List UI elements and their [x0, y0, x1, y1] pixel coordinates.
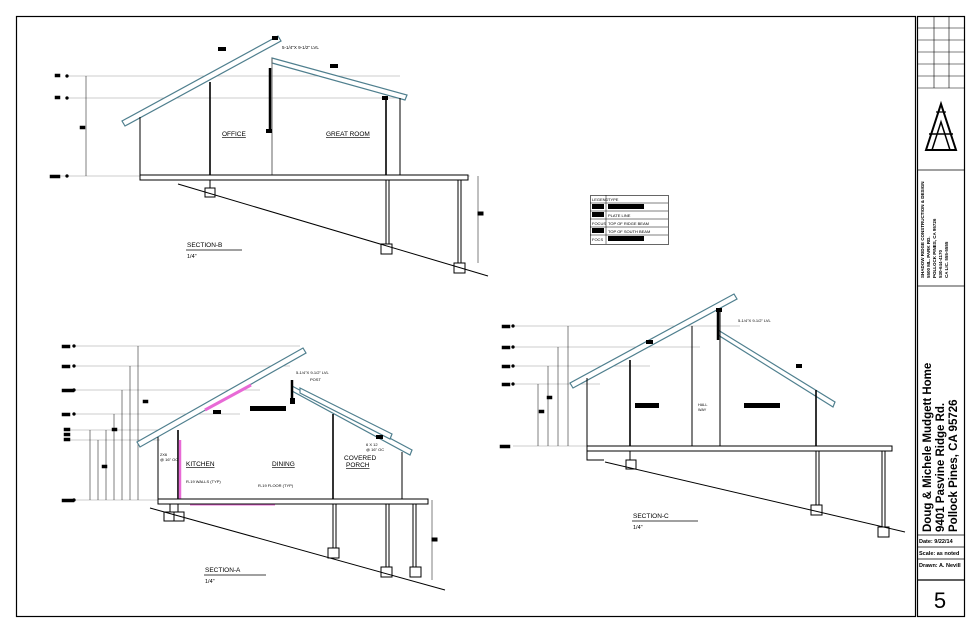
project-city: Pollock Pines, CA 95726	[948, 399, 960, 532]
legend-col-header: TYPE	[608, 197, 619, 202]
title-block: SHADOW RIDGE CONSTRUCTION & DESIGN 5500 …	[917, 16, 964, 613]
drawn-line: Drawn: A. Nevill	[919, 563, 961, 569]
section-b-title: SECTION-B	[187, 242, 222, 249]
legend-row-4-code: FOCS	[592, 237, 603, 242]
floor	[139, 174, 489, 277]
level-markers	[499, 324, 740, 449]
company-line-0: SHADOW RIDGE CONSTRUCTION & DESIGN	[920, 181, 925, 278]
company-line-2: POLLOCK PINES, CA 95726	[932, 218, 937, 278]
section-b: 5-1/4"X 9-1/2" LVL OFFICE GREAT ROOM SEC…	[49, 35, 489, 277]
room-label-great-room: GREAT ROOM	[326, 131, 370, 138]
date-line: Date: 9/22/14	[919, 539, 954, 545]
company-line-4: CA LIC. 555-5555	[944, 241, 949, 278]
floor	[149, 498, 446, 591]
walls	[139, 58, 401, 176]
section-c: 5-1/4"X 9-1/2" LVL HALL WAY SECTION-C 1/…	[499, 293, 906, 538]
level-markers	[49, 73, 470, 179]
scale-line: Scale: as noted	[919, 551, 959, 557]
legend-row-3-desc: TOP OF SOUTH BEAM	[608, 229, 650, 234]
floor-insulation-note: R-19 FLOOR (TYP)	[258, 483, 294, 488]
section-a: 5-1/4"X 9-1/2" LVL POST KITCHEN DINING C…	[61, 344, 446, 591]
section-c-scale: 1/4"	[633, 525, 643, 531]
walls	[157, 380, 403, 500]
room-label-dining: DINING	[272, 461, 295, 468]
room-label-covered: COVERED	[344, 455, 376, 462]
legend-row-1-desc: PLATE LINE	[608, 213, 631, 218]
rafter-note-a1: 2X6	[160, 452, 168, 457]
wall-insulation-note: R-19 WALLS (TYP)	[186, 479, 221, 484]
roof	[569, 293, 836, 408]
beam-note-a: 5-1/4"X 9-1/2" LVL	[296, 370, 330, 375]
room-label-kitchen: KITCHEN	[186, 461, 215, 468]
wall-note-c1: HALL	[698, 403, 708, 407]
floor	[586, 445, 906, 538]
beam-note-c: 5-1/4"X 9-1/2" LVL	[738, 318, 772, 323]
company-line-1: 5500 ML. PARK RD.	[926, 236, 931, 278]
company-logo	[924, 100, 958, 151]
roof	[121, 35, 408, 127]
porch-note-a2: @ 16" OC	[366, 447, 384, 452]
project-name: Doug & Michele Mudgett Home	[922, 363, 934, 532]
section-b-scale: 1/4"	[187, 254, 197, 260]
post-note-a: POST	[310, 377, 321, 382]
section-c-title: SECTION-C	[633, 513, 669, 520]
legend-row-2-desc: TOP OF RIDGE BEAM	[608, 221, 649, 226]
revision-grid	[917, 16, 964, 89]
company-line-3: 530-644-4170	[938, 249, 943, 278]
company-info: SHADOW RIDGE CONSTRUCTION & DESIGN 5500 …	[920, 181, 949, 278]
beam-note-b: 5-1/4"X 9-1/2" LVL	[282, 45, 319, 50]
walls	[586, 312, 817, 446]
rafter-note-a2: @ 16" OC	[160, 457, 178, 462]
room-label-porch: PORCH	[346, 462, 370, 469]
sheet-number: 5	[934, 588, 946, 613]
legend-title: LEGEND	[592, 197, 609, 202]
sheet-border	[15, 15, 966, 618]
porch-note-a1: 6 X 12	[366, 442, 378, 447]
legend: LEGEND TYPE PLATE LINE FOCUS TOP OF RIDG…	[590, 195, 669, 245]
project-address: 9401 Pasvine Ridge Rd.	[935, 403, 947, 532]
section-a-title: SECTION-A	[205, 567, 241, 574]
room-label-office: OFFICE	[222, 131, 246, 138]
level-markers	[61, 344, 300, 503]
wall-note-c2: WAY	[698, 408, 707, 412]
section-a-scale: 1/4"	[205, 579, 215, 585]
project-info: Doug & Michele Mudgett Home 9401 Pasvine…	[922, 363, 960, 532]
legend-row-2-code: FOCUS	[592, 221, 606, 226]
